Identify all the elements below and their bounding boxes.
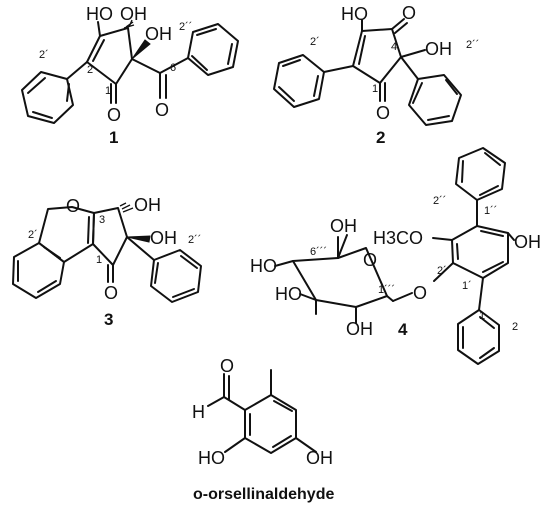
c4-num-1pp: 1´´ bbox=[484, 205, 497, 217]
c3-num-1: 1 bbox=[96, 254, 102, 266]
c1-ho: HO bbox=[86, 4, 113, 24]
c2-oh: OH bbox=[425, 39, 452, 59]
c2-num-1: 1 bbox=[372, 83, 378, 95]
compound-1-label: 1 bbox=[109, 128, 118, 147]
ors-oh: OH bbox=[306, 448, 333, 468]
compound-4: OH HO HO OH O O H3CO OH 6´´´ 1´´´ 2´´ 1´… bbox=[250, 147, 541, 365]
c1-num-2: 2 bbox=[87, 64, 93, 76]
c3-ring-o: O bbox=[66, 196, 80, 216]
c2-num-2pp: 2´´ bbox=[466, 39, 479, 51]
c4-num-1ppp: 1´´´ bbox=[378, 284, 395, 296]
c1-oh-4: OH bbox=[120, 4, 147, 24]
c1-oh-5: OH bbox=[145, 24, 172, 44]
c1-benzoyl-o: O bbox=[155, 100, 169, 120]
c1-num-2p: 2´ bbox=[39, 49, 49, 61]
c3-num-3: 3 bbox=[99, 214, 105, 226]
c4-oh-ar: OH bbox=[514, 232, 541, 252]
c1-keto-o: O bbox=[107, 105, 121, 125]
c4-num-2p: 2´ bbox=[437, 265, 447, 277]
c2-keto-o: O bbox=[376, 103, 390, 123]
c2-top-o: O bbox=[402, 3, 416, 23]
ors-h: H bbox=[192, 402, 205, 422]
c4-oh-2: OH bbox=[346, 319, 373, 339]
c4-h3co: H3CO bbox=[373, 228, 423, 248]
compound-1: HO OH OH O O 2´ 2 1 6 2´´ 1 bbox=[21, 4, 239, 147]
compound-2: HO O OH O 2´ 4 1 2´´ 2 bbox=[273, 3, 479, 147]
ors-o: O bbox=[220, 356, 234, 376]
c4-num-1: 1 bbox=[479, 310, 485, 322]
c4-ho-4: HO bbox=[250, 256, 277, 276]
compound-3-label: 3 bbox=[104, 310, 113, 329]
orsellinaldehyde: O H HO OH o-orsellinaldehyde bbox=[192, 356, 334, 503]
c4-num-2: 2 bbox=[512, 321, 518, 333]
c2-num-2p: 2´ bbox=[310, 36, 320, 48]
c1-num-1: 1 bbox=[105, 85, 111, 97]
compound-2-label: 2 bbox=[376, 128, 385, 147]
c2-ho: HO bbox=[341, 4, 368, 24]
c3-num-2pp: 2´´ bbox=[188, 234, 201, 246]
compound-4-label: 4 bbox=[398, 320, 408, 339]
compound-3: O OH OH O 2´ 3 1 2´´ 3 bbox=[12, 195, 202, 329]
c4-num-6: 6´´´ bbox=[310, 246, 327, 258]
c4-oh-6: OH bbox=[330, 216, 357, 236]
c3-oh-5: OH bbox=[150, 228, 177, 248]
c4-num-2pp: 2´´ bbox=[433, 195, 446, 207]
c4-ring-o: O bbox=[363, 250, 377, 270]
c2-num-4: 4 bbox=[391, 41, 397, 53]
c1-num-2pp: 2´´ bbox=[179, 21, 192, 33]
ors-name: o-orsellinaldehyde bbox=[193, 486, 334, 503]
ors-ho: HO bbox=[198, 448, 225, 468]
c4-ho-3: HO bbox=[275, 284, 302, 304]
c4-link-o: O bbox=[413, 283, 427, 303]
c3-oh-4: OH bbox=[134, 195, 161, 215]
c1-num-6: 6 bbox=[170, 62, 176, 74]
c3-keto-o: O bbox=[104, 283, 118, 303]
c4-num-1p: 1´ bbox=[462, 280, 472, 292]
c3-num-2p: 2´ bbox=[28, 229, 38, 241]
